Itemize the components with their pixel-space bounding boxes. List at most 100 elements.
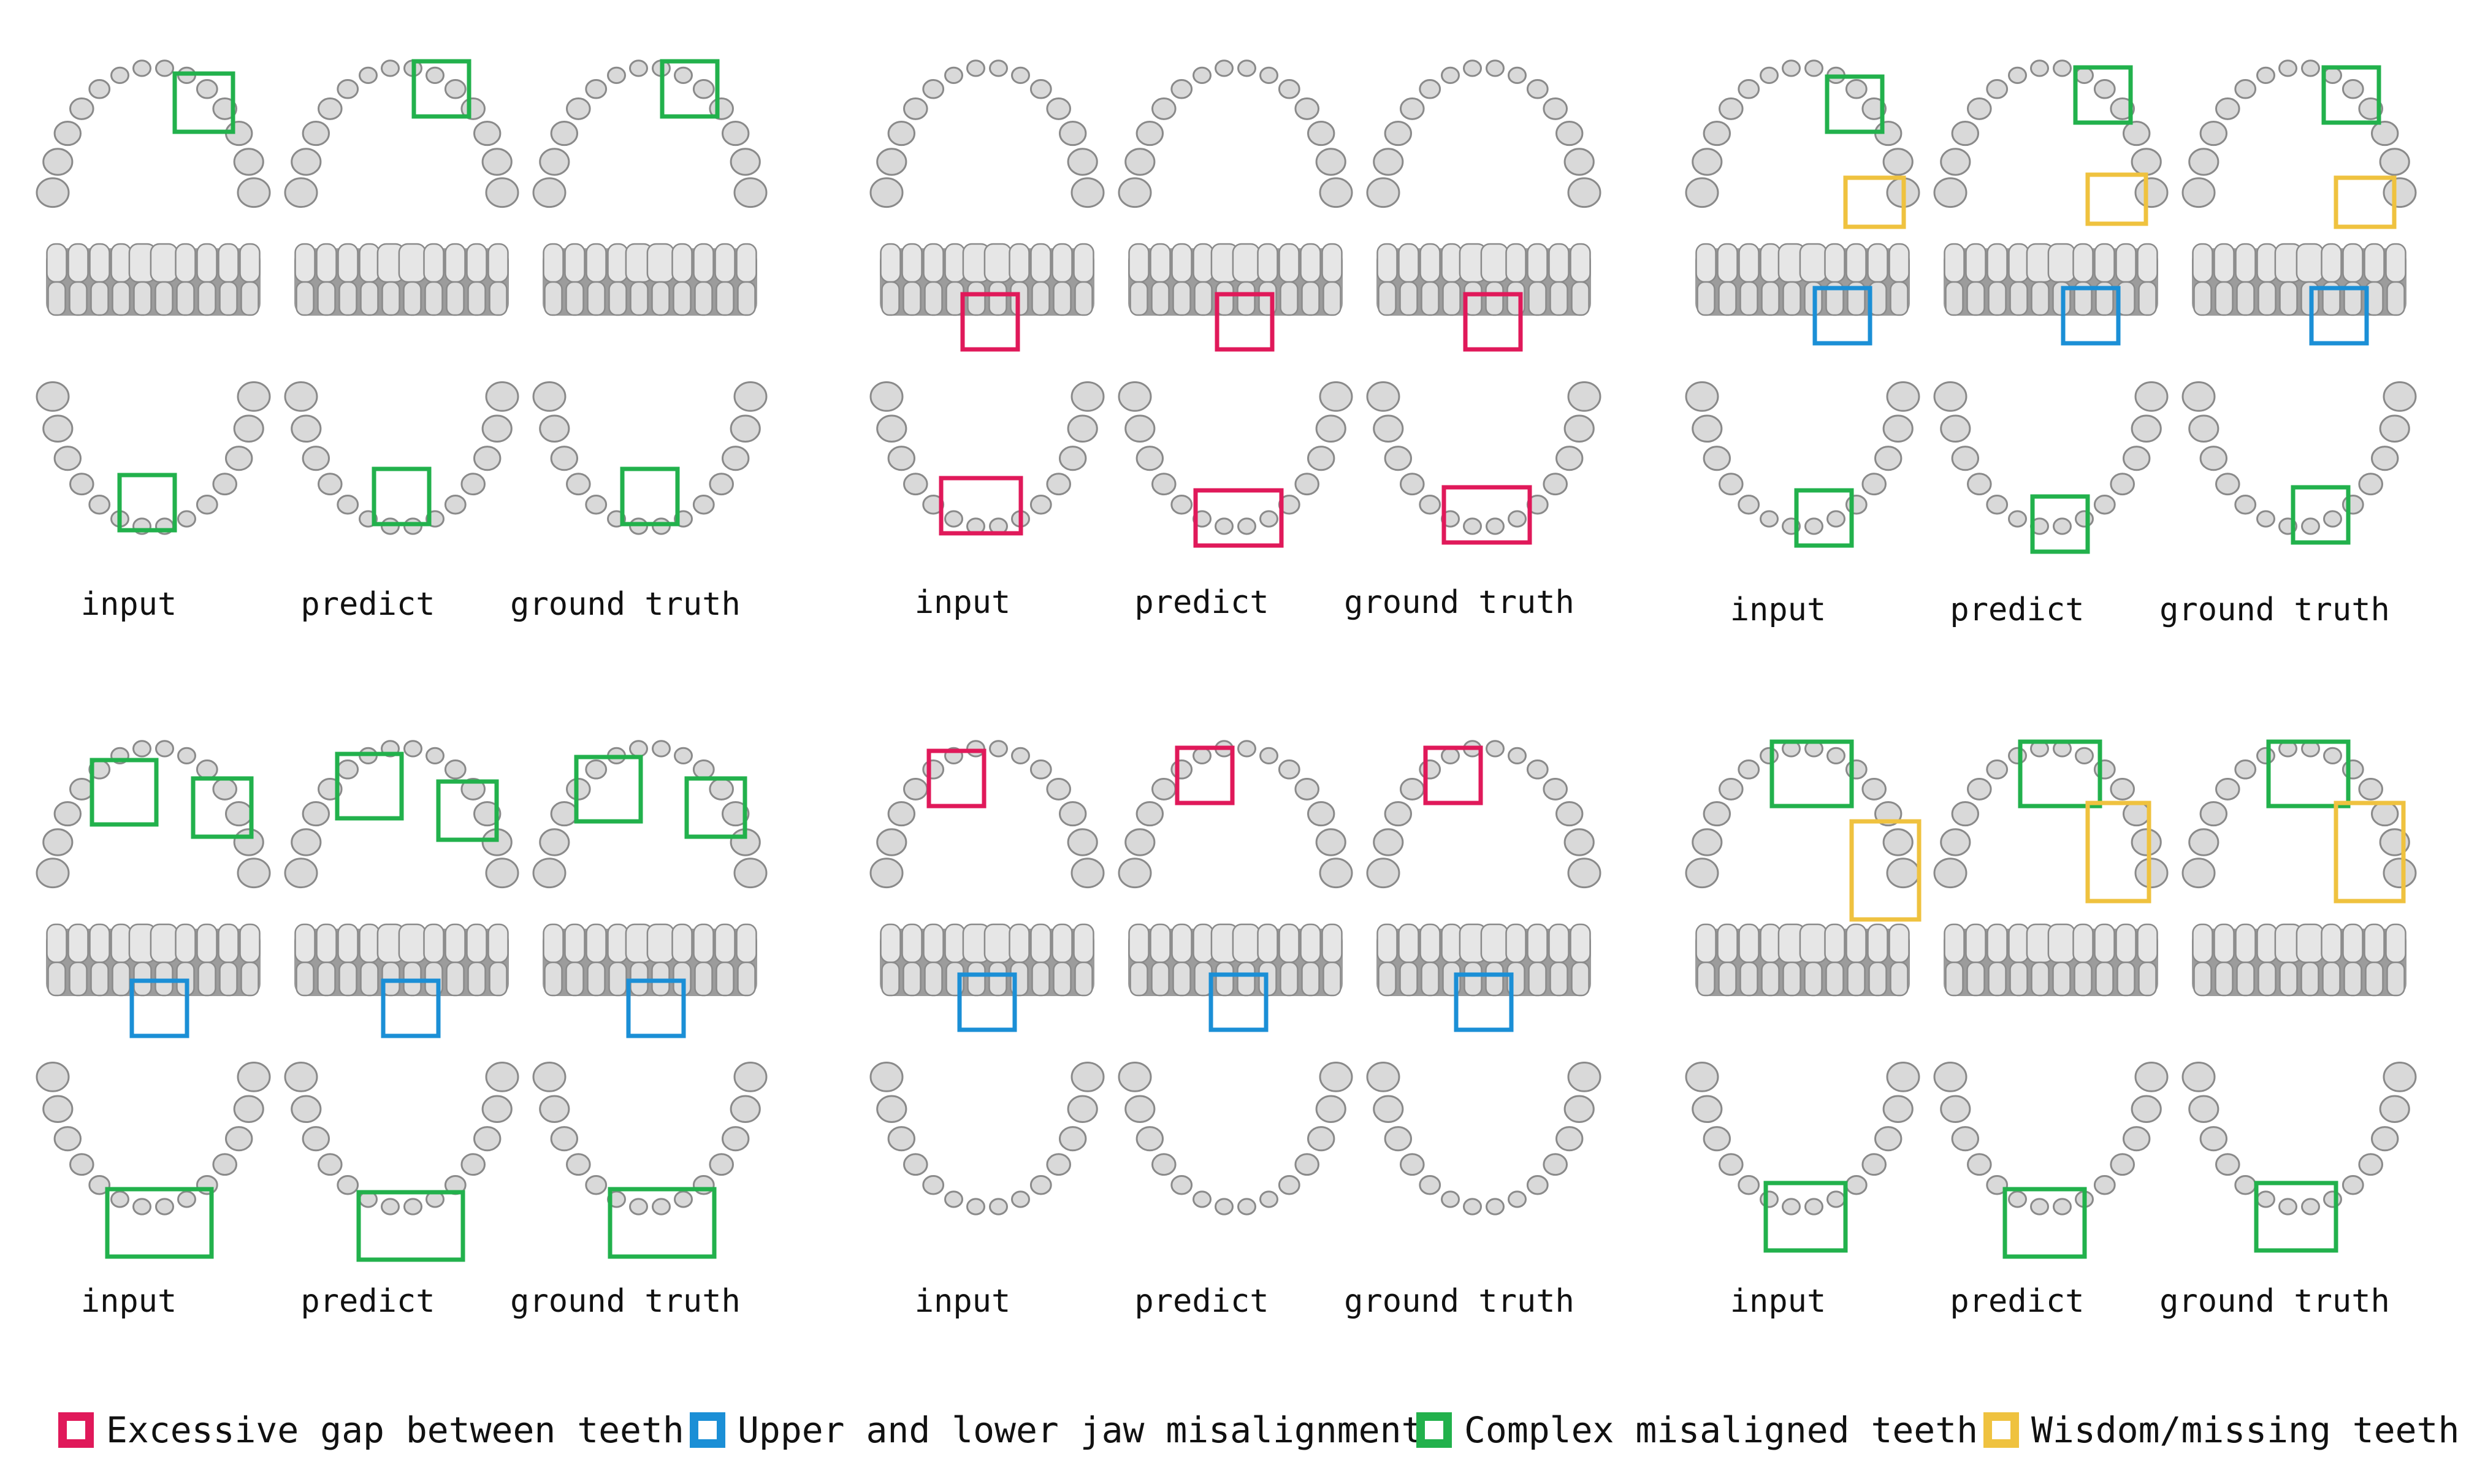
- tooth-shape: [1486, 740, 1505, 758]
- upper-front-tooth: [543, 923, 564, 964]
- tooth-shape: [539, 828, 570, 856]
- tooth-shape: [1738, 79, 1760, 99]
- upper-front-tooth: [714, 923, 736, 964]
- tooth-shape: [1071, 1062, 1105, 1092]
- tooth-shape: [2323, 747, 2342, 765]
- upper-front-tooth: [1480, 243, 1509, 283]
- lower-front-tooth: [446, 961, 465, 997]
- tooth-shape: [1315, 148, 1346, 176]
- upper-front-tooth: [2094, 923, 2115, 964]
- highlight-box-complex: [172, 71, 235, 134]
- upper-front-tooth: [398, 243, 427, 283]
- tooth-shape: [485, 177, 519, 208]
- legend-item-jaw: Upper and lower jaw misalignment: [690, 1399, 1422, 1461]
- tooth-shape: [1307, 1126, 1335, 1152]
- lower-arch-model: [36, 1062, 271, 1216]
- lower-front-tooth: [1301, 961, 1320, 997]
- column-ground-truth: [2181, 739, 2417, 1253]
- lower-front-tooth: [2138, 961, 2157, 997]
- tooth-shape: [1555, 1126, 1584, 1152]
- tooth-shape: [42, 414, 74, 443]
- lower-front-tooth: [2116, 961, 2135, 997]
- tooth-shape: [733, 858, 768, 889]
- lower-front-tooth: [2279, 281, 2298, 316]
- upper-front-tooth: [2047, 923, 2076, 964]
- highlight-box-complex: [2266, 739, 2351, 809]
- lower-front-tooth: [881, 961, 900, 997]
- upper-front-tooth: [1441, 923, 1462, 964]
- tooth-shape: [1193, 747, 1212, 765]
- upper-front-tooth: [1300, 923, 1321, 964]
- column-predict: [1933, 59, 2169, 554]
- lower-front-tooth: [565, 281, 584, 316]
- tooth-shape: [944, 510, 963, 528]
- upper-front-tooth: [2008, 243, 2029, 283]
- lower-front-tooth: [1151, 281, 1170, 316]
- legend-item-wisdom: Wisdom/missing teeth: [1983, 1399, 2459, 1461]
- frontal-bite-model: [543, 923, 757, 997]
- lower-front-tooth: [587, 281, 606, 316]
- tooth-shape: [1151, 777, 1177, 801]
- lower-front-tooth: [716, 961, 735, 997]
- tooth-shape: [1315, 1095, 1346, 1124]
- upper-arch-model: [36, 740, 271, 889]
- tooth-shape: [233, 828, 264, 856]
- upper-arch-model: [1685, 740, 1920, 889]
- tooth-shape: [1933, 858, 1967, 889]
- lower-front-tooth: [1172, 281, 1191, 316]
- upper-front-tooth: [1480, 923, 1509, 964]
- lower-front-tooth: [1549, 281, 1568, 316]
- label-predict: predict: [1134, 584, 1269, 621]
- tooth-shape: [337, 494, 359, 515]
- upper-front-tooth: [1150, 923, 1171, 964]
- legend-swatch-gap: [58, 1412, 94, 1448]
- tooth-shape: [1738, 494, 1760, 515]
- tooth-shape: [733, 381, 768, 412]
- tooth-shape: [1508, 747, 1527, 765]
- tooth-shape: [585, 494, 608, 515]
- tooth-shape: [722, 801, 750, 827]
- tooth-shape: [1685, 381, 1719, 412]
- tooth-shape: [1071, 381, 1105, 412]
- tooth-shape: [966, 59, 985, 77]
- lower-front-tooth: [1782, 961, 1801, 997]
- tooth-shape: [876, 414, 907, 443]
- tooth-shape: [177, 510, 196, 528]
- lower-front-tooth: [2215, 281, 2234, 316]
- column-input: [1685, 59, 1920, 548]
- highlight-box-wisdom: [2334, 801, 2406, 904]
- tooth-shape: [2278, 59, 2297, 77]
- tooth-shape: [1319, 177, 1353, 208]
- lower-front-tooth: [2193, 281, 2212, 316]
- tooth-shape: [1124, 1095, 1156, 1124]
- tooth-shape: [1151, 1153, 1177, 1176]
- tooth-shape: [1046, 473, 1071, 496]
- tooth-shape: [652, 1198, 671, 1216]
- tooth-shape: [1526, 1174, 1549, 1195]
- tooth-shape: [1861, 777, 1887, 801]
- tooth-shape: [1259, 747, 1278, 765]
- lower-front-tooth: [1739, 961, 1758, 997]
- tooth-shape: [2358, 473, 2383, 496]
- upper-front-tooth: [110, 243, 132, 283]
- tooth-shape: [473, 446, 502, 471]
- column-predict: [284, 740, 519, 1262]
- tooth-shape: [1719, 97, 1744, 120]
- upper-front-tooth: [1987, 243, 2008, 283]
- legend-swatch-wisdom: [1983, 1412, 2019, 1448]
- tooth-shape: [444, 79, 467, 99]
- upper-front-tooth: [1171, 243, 1193, 283]
- tooth-shape: [550, 446, 578, 471]
- tooth-shape: [922, 1174, 945, 1195]
- tooth-shape: [1319, 1062, 1353, 1092]
- legend-item-complex: Complex misaligned teeth: [1416, 1399, 1978, 1461]
- upper-front-tooth: [487, 243, 509, 283]
- upper-front-tooth: [1030, 923, 1051, 964]
- upper-front-tooth: [218, 243, 239, 283]
- highlight-box-complex: [2254, 1181, 2338, 1253]
- upper-front-tooth: [2047, 243, 2076, 283]
- tooth-shape: [1555, 121, 1584, 146]
- tooth-shape: [903, 473, 928, 496]
- tooth-shape: [1543, 1153, 1568, 1176]
